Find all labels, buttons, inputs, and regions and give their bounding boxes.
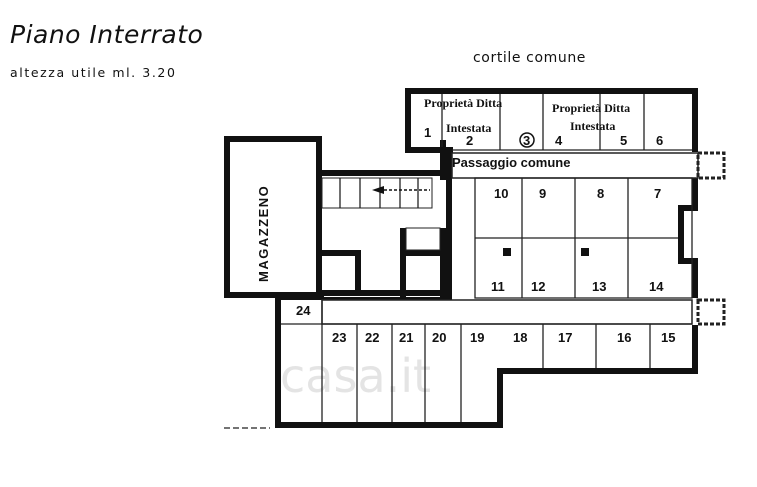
unit-2: 2	[466, 133, 473, 148]
unit-20: 20	[432, 330, 446, 345]
unit-17: 17	[558, 330, 572, 345]
wall-bottom-step	[497, 368, 503, 428]
owner-right-line1: Proprietà Ditta	[552, 101, 630, 115]
unit-6: 6	[656, 133, 663, 148]
wall-stair-top	[316, 170, 446, 176]
wall-corridor-left	[281, 297, 446, 300]
wall-right-lower	[692, 258, 698, 298]
wall-right-upper	[692, 178, 698, 210]
wall-bottom-right	[497, 368, 698, 374]
owner-right-line2: Intestata	[570, 119, 615, 133]
wall-inner-h1	[322, 250, 361, 256]
wall-mid-left	[446, 148, 452, 300]
wall-top-left	[405, 88, 411, 153]
wall-right-bottom	[692, 325, 698, 374]
storage-label: MAGAZZENO	[256, 185, 271, 282]
owner-left-line1: Proprietà Ditta	[424, 96, 502, 110]
wall-inner-v3	[440, 228, 446, 298]
top-units	[441, 94, 692, 151]
unit-3: 3	[523, 133, 530, 148]
unit-15: 15	[661, 330, 675, 345]
passage-bottom	[321, 298, 726, 326]
unit-14: 14	[649, 279, 664, 294]
unit-12: 12	[531, 279, 545, 294]
unit-24: 24	[296, 303, 311, 318]
staircase	[321, 177, 441, 251]
bottom-units	[281, 300, 692, 422]
unit-22: 22	[365, 330, 379, 345]
unit-16: 16	[617, 330, 631, 345]
unit-11: 11	[491, 279, 505, 294]
wall-inner-v1	[355, 250, 361, 295]
wall-inner-h2	[400, 250, 446, 256]
wall-inner-v2	[400, 228, 406, 298]
courtyard-label: cortile comune	[473, 50, 587, 66]
wall-top-block-bottom	[405, 147, 453, 153]
plan-subtitle: altezza utile ml. 3.20	[10, 65, 177, 80]
passage-label: Passaggio comune	[452, 155, 570, 170]
unit-13: 13	[592, 279, 606, 294]
wall-stair-right	[440, 140, 446, 180]
unit-10: 10	[494, 186, 508, 201]
unit-21: 21	[399, 330, 413, 345]
wall-right-jog-b	[678, 258, 698, 264]
middle-units	[474, 177, 693, 299]
wall-top	[405, 88, 698, 94]
unit-4: 4	[555, 133, 563, 148]
wall-storage-left	[224, 136, 230, 298]
wall-top-right	[692, 88, 698, 152]
unit-5: 5	[620, 133, 627, 148]
wall-storage-top	[224, 136, 319, 142]
wall-right-jog	[678, 205, 698, 211]
unit-23: 23	[332, 330, 346, 345]
wall-storage-right	[316, 136, 322, 298]
unit-3-circle	[519, 132, 535, 148]
wall-inner-h3	[322, 290, 446, 296]
wall-right-jog-v	[678, 205, 684, 263]
wall-bottom	[275, 422, 503, 428]
unit-8: 8	[597, 186, 604, 201]
wall-left-lower	[275, 297, 281, 428]
watermark-text: casa.it	[280, 349, 431, 403]
unit-7: 7	[654, 186, 661, 201]
plan-title: Piano Interrato	[10, 20, 204, 49]
unit-numbers: 1 2 3 4 5 6 7 8 9 10 11 12 13 14 15 16 1…	[296, 125, 675, 345]
unit-19: 19	[470, 330, 484, 345]
unit-18: 18	[513, 330, 527, 345]
unit-1: 1	[424, 125, 431, 140]
owner-left-line2: Intestata	[446, 121, 491, 135]
unit-9: 9	[539, 186, 546, 201]
wall-storage-bottom	[224, 292, 324, 298]
